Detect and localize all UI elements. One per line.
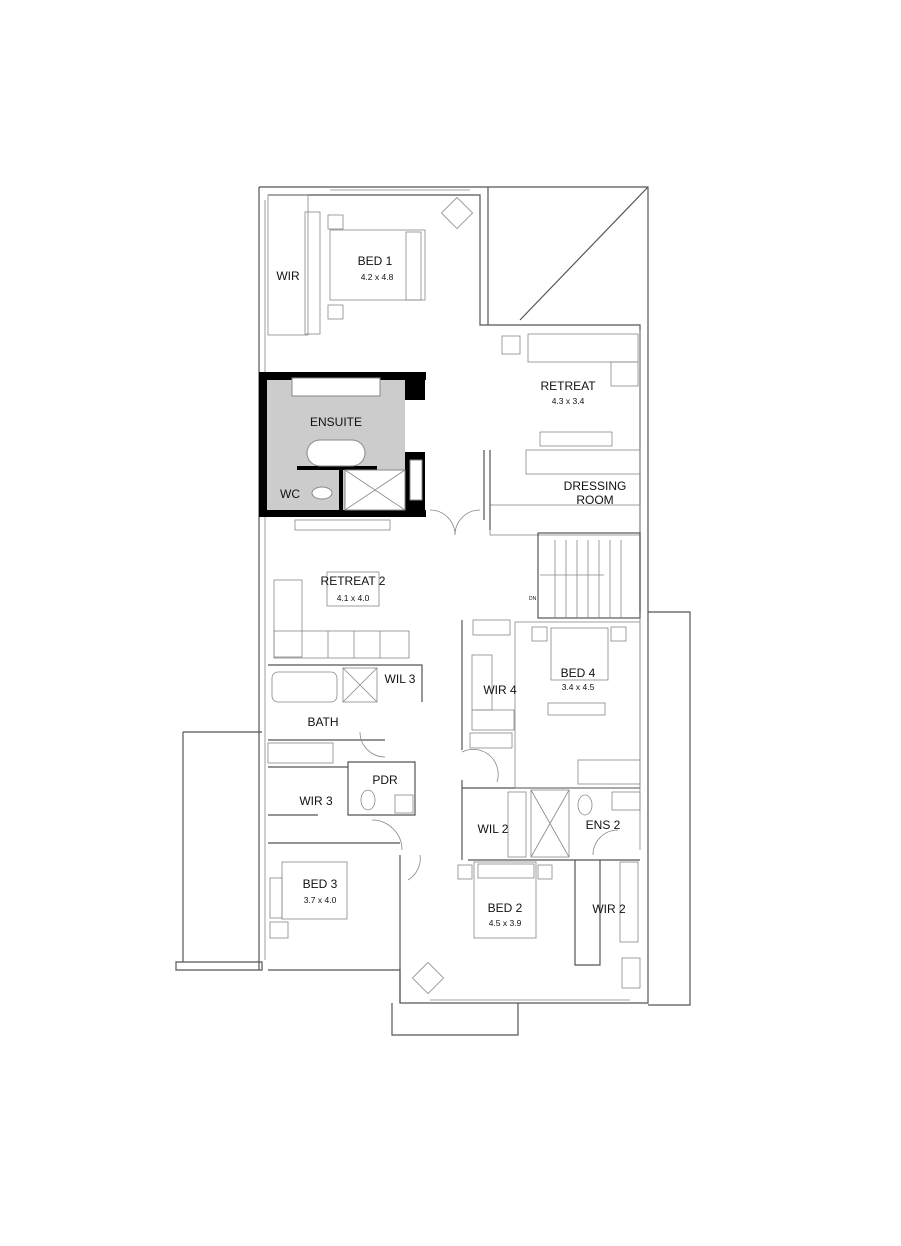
room-label-wir2: WIR 2 <box>592 902 626 916</box>
stair-dn-label: DN <box>529 596 537 602</box>
room-label-retreat2: RETREAT 2 <box>321 574 386 588</box>
room-label-ensuite: ENSUITE <box>310 415 362 429</box>
room-size-bed1: 4.2 x 4.8 <box>361 272 394 282</box>
room-label-bed4: BED 4 <box>561 666 596 680</box>
ensuite <box>259 372 426 531</box>
retreat2-furniture <box>268 571 423 741</box>
room-size-retreat: 4.3 x 3.4 <box>552 396 585 406</box>
room-label-wil3: WIL 3 <box>385 672 416 686</box>
room-labels: BED 1 4.2 x 4.8 WIR RETREAT 4.3 x 3.4 EN… <box>276 254 626 928</box>
bath-area <box>267 667 421 881</box>
room-label-wir4: WIR 4 <box>483 683 517 697</box>
room-size-retreat2: 4.1 x 4.0 <box>337 593 370 603</box>
room-size-bed4: 3.4 x 4.5 <box>562 682 595 692</box>
room-label-bed1: BED 1 <box>358 254 393 268</box>
room-label-wc: WC <box>280 487 300 501</box>
room-label-pdr: PDR <box>372 773 398 787</box>
room-label-dressing: DRESSING <box>564 479 627 493</box>
room-label-ens2: ENS 2 <box>586 818 621 832</box>
bedrooms-lower <box>268 842 553 1003</box>
double-door <box>429 509 481 536</box>
room-size-bed3: 3.7 x 4.0 <box>304 895 337 905</box>
room-label-bed3: BED 3 <box>303 877 338 891</box>
room-label-retreat: RETREAT <box>540 379 596 393</box>
room-label-bed2: BED 2 <box>488 901 523 915</box>
retreat-furniture <box>483 333 641 536</box>
room-label-room: ROOM <box>576 493 613 507</box>
room-label-wil2: WIL 2 <box>478 822 509 836</box>
room-label-bath: BATH <box>307 715 338 729</box>
bed4-area <box>461 619 641 860</box>
stairs <box>537 532 641 619</box>
bed1-area <box>267 194 474 336</box>
room-label-wir: WIR <box>276 269 300 283</box>
ens2-area <box>468 789 641 989</box>
room-size-bed2: 4.5 x 3.9 <box>489 918 522 928</box>
room-label-wir3: WIR 3 <box>299 794 333 808</box>
